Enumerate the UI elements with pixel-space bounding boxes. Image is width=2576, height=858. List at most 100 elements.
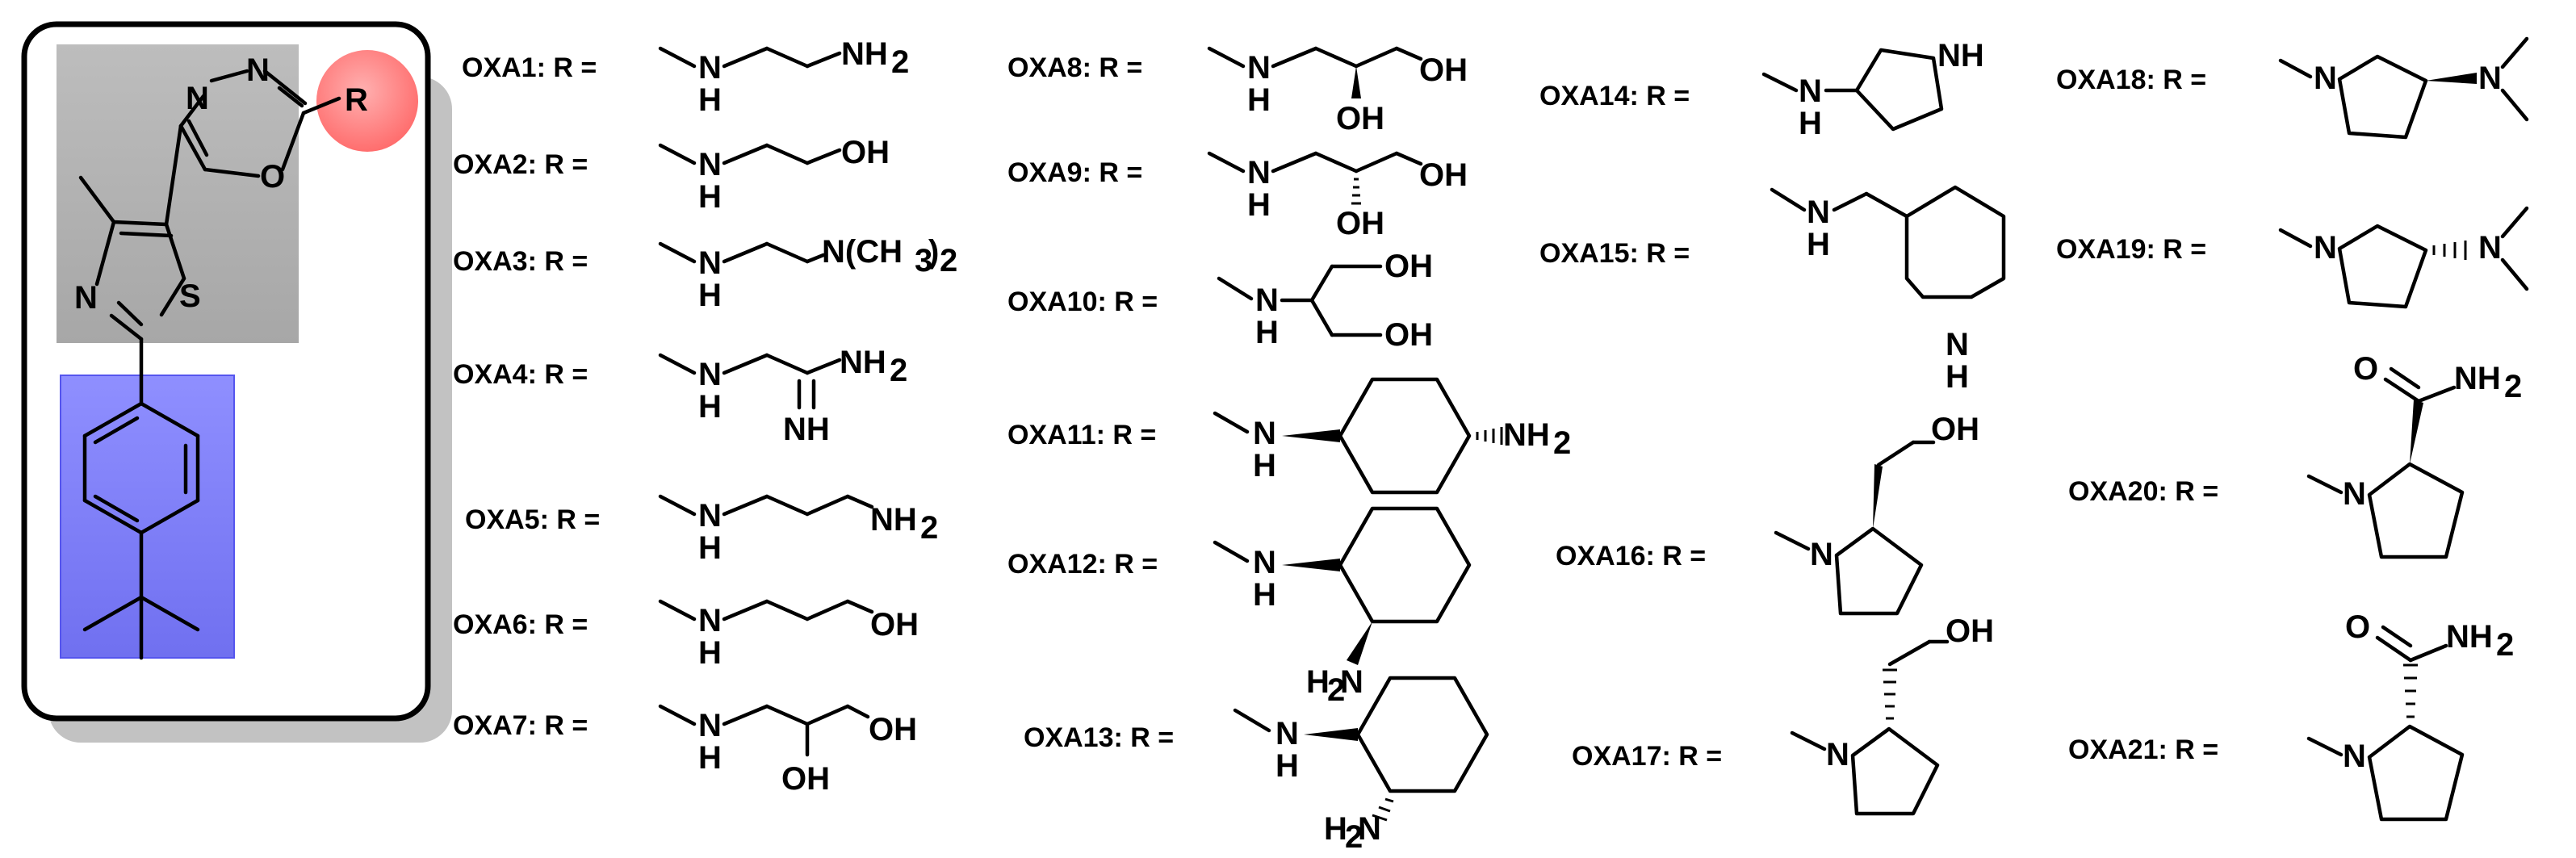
atom-n-oxadiazole-1: N: [246, 52, 270, 88]
atom-nh2: NH: [840, 345, 886, 380]
atom-close-paren: ): [928, 234, 939, 270]
atom-h: H: [698, 179, 722, 215]
label-oxa10: OXA10: R =: [1007, 287, 1158, 317]
atom-h: H: [698, 389, 722, 425]
compound-oxa19: OXA19: R = N N: [2056, 206, 2529, 309]
atom-n: N: [1799, 73, 1822, 109]
label-oxa21: OXA21: R =: [2068, 735, 2218, 765]
atom-nh: NH: [1937, 38, 1984, 73]
pyrrolidine-ring: [1834, 526, 1924, 616]
atom-oh: OH: [1419, 52, 1468, 88]
label-oxa7: OXA7: R =: [453, 710, 588, 741]
hash-bond: [1372, 797, 1394, 822]
pyrrolidine-ring: [2337, 224, 2428, 309]
atom-n: N: [698, 603, 722, 638]
label-oxa14: OXA14: R =: [1539, 81, 1690, 111]
compound-oxa17: OXA17: R = N OH: [1572, 613, 1994, 816]
compound-oxa15: OXA15: R = N H N H: [1539, 185, 2006, 395]
compound-oxa16: OXA16: R = N OH: [1556, 412, 1979, 616]
atom-n-dimethyl: N(CH: [822, 234, 903, 270]
wedge-bond: [2410, 400, 2423, 464]
atom-h2n-n: N: [1340, 664, 1363, 700]
pyrrolidine-ring: [1854, 48, 1944, 132]
pyrrolidine-ring: [2337, 54, 2428, 140]
atom-h: H: [1247, 82, 1271, 118]
atom-sub2: 2: [891, 44, 909, 80]
atom-oh: OH: [1384, 249, 1433, 284]
atom-n: N: [1253, 416, 1276, 451]
atom-nh2: NH: [1503, 417, 1550, 453]
atom-n: N: [698, 245, 722, 281]
thiazole-ring: [78, 123, 186, 341]
compound-oxa8: OXA8: R = N H OH OH: [1007, 46, 1468, 136]
atom-o: O: [2345, 609, 2370, 645]
label-oxa16: OXA16: R =: [1556, 541, 1706, 571]
wedge-bond: [1282, 429, 1340, 442]
piperidine-ring: [1904, 185, 2006, 299]
tert-butylphenyl-highlight: [60, 375, 235, 659]
atom-oh: OH: [869, 712, 917, 747]
atom-n: N: [2343, 476, 2366, 512]
atom-h: H: [1253, 448, 1276, 483]
atom-sub3: 3: [915, 243, 932, 278]
atom-n: N: [698, 498, 722, 534]
atom-sub2: 2: [1327, 672, 1345, 708]
r-group-highlight-circle: [316, 50, 418, 152]
hash-bond: [2432, 241, 2467, 260]
atom-nh2: NH: [2446, 619, 2493, 655]
label-oxa3: OXA3: R =: [453, 246, 588, 277]
label-oxa12: OXA12: R =: [1007, 549, 1158, 580]
atom-h: H: [698, 82, 722, 118]
atom-n: N: [2478, 230, 2502, 266]
compound-oxa21: OXA21: R = N O NH 2: [2068, 609, 2514, 822]
atom-h: H: [1275, 748, 1299, 784]
oxadiazole-ring: [178, 69, 341, 178]
atom-n: N: [1826, 737, 1849, 772]
atom-n: N: [698, 357, 722, 392]
atom-n: N: [1255, 283, 1279, 318]
atom-o-oxadiazole: O: [260, 159, 285, 195]
core-scaffold-panel: N N O R N S: [21, 21, 452, 743]
atom-h: H: [1807, 227, 1830, 262]
atom-oh: OH: [1384, 317, 1433, 353]
label-oxa9: OXA9: R =: [1007, 157, 1142, 188]
label-oxa8: OXA8: R =: [1007, 52, 1142, 83]
atom-sub2: 2: [2504, 369, 2522, 404]
compound-oxa4: OXA4: R = N H NH 2 NH: [453, 345, 907, 447]
atom-h: H: [698, 635, 722, 671]
thiazole-oxadiazole-highlight: [57, 44, 299, 343]
wedge-bond: [1351, 66, 1361, 98]
compound-oxa11: OXA11: R = N H NH 2: [1007, 377, 1571, 495]
atom-n-thiazole: N: [74, 280, 98, 316]
atom-oh: OH: [1336, 101, 1384, 136]
atom-oh: OH: [1946, 613, 1994, 649]
atom-sub2: 2: [890, 353, 907, 388]
label-oxa20: OXA20: R =: [2068, 476, 2218, 507]
label-oxa19: OXA19: R =: [2056, 234, 2206, 265]
compound-oxa20: OXA20: R = N O NH 2: [2068, 351, 2522, 559]
label-oxa1: OXA1: R =: [462, 52, 597, 83]
compound-oxa18: OXA18: R = N N: [2056, 36, 2529, 140]
compound-oxa1: OXA1: R = N H NH 2: [462, 36, 909, 118]
label-oxa6: OXA6: R =: [453, 609, 588, 640]
label-oxa11: OXA11: R =: [1007, 420, 1156, 450]
atom-oh: OH: [1336, 206, 1384, 241]
atom-nh2: NH: [870, 502, 917, 538]
atom-n: N: [1946, 327, 1969, 362]
atom-o: O: [2353, 351, 2378, 387]
atom-n: N: [1807, 195, 1830, 230]
atom-n: N: [1275, 716, 1299, 751]
wedge-bond: [1282, 559, 1340, 571]
atom-n: N: [2478, 61, 2502, 96]
label-oxa17: OXA17: R =: [1572, 741, 1722, 772]
atom-sub2: 2: [2496, 627, 2514, 663]
label-oxa18: OXA18: R =: [2056, 65, 2206, 95]
compound-oxa7: OXA7: R = N H OH OH: [453, 704, 917, 797]
atom-n: N: [2314, 230, 2337, 266]
atom-n: N: [1810, 537, 1833, 572]
atom-h2n-n: N: [1358, 811, 1381, 847]
atom-n: N: [698, 708, 722, 743]
atom-nh2: NH: [2454, 361, 2501, 396]
atom-nh2: NH: [841, 36, 888, 72]
